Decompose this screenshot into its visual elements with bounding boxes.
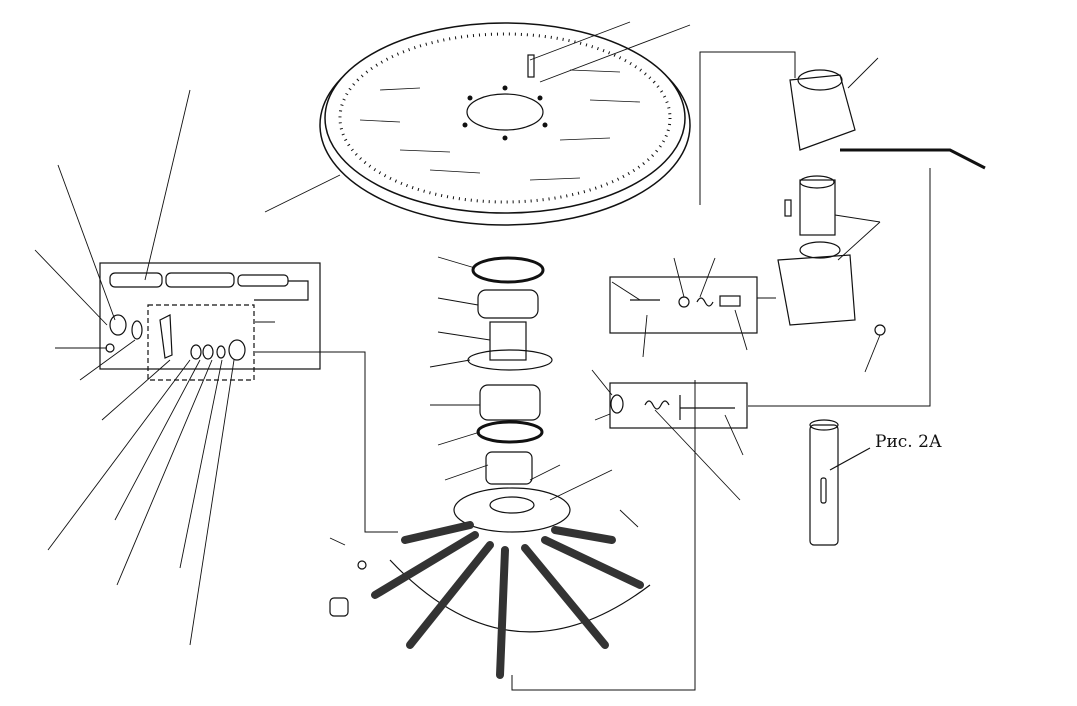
hub-with-spokes [329,487,651,679]
connection-lines [255,51,931,691]
bearing-stack [467,256,553,485]
tube-part [809,419,871,546]
leader-lines [34,21,881,646]
figure-caption: Рис. 2А [875,432,942,452]
pin-assembly-boxes [609,276,758,429]
disc-part [319,22,691,226]
shaft-assembly-box [99,262,321,381]
lever-bracket [777,69,986,336]
